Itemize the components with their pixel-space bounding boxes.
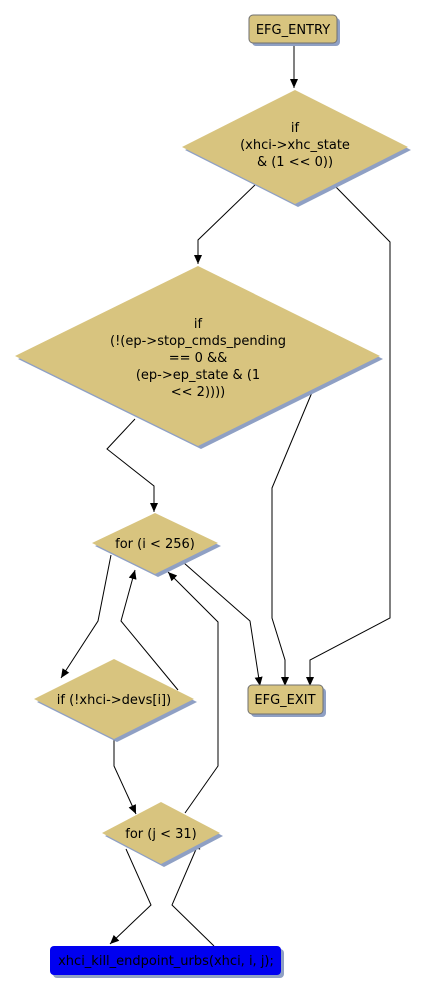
entry-node: EFG_ENTRY [248,14,340,46]
edge-check-dev-to-loop-i [120,569,179,691]
condition-stop-cmds-line-5: << 2)))) [171,385,225,400]
entry-label: EFG_ENTRY [256,23,330,38]
edges [60,45,391,947]
condition-stop-cmds-diamond [15,266,380,446]
check-dev-node: if (!xhci->devs[i]) [34,659,197,742]
condition-stop-cmds-line-1: if [194,317,203,332]
condition-xhc-state-line-2: (xhci->xhc_state [240,138,350,153]
edge-loop-j-to-call [109,848,152,945]
loop-i-node: for (i < 256) [92,513,221,577]
edge-cond1-to-cond2 [194,183,257,264]
loop-j-diamond [102,802,220,864]
condition-xhc-state-node: if (xhci->xhc_state & (1 << 0)) [182,90,411,207]
edge-cond2-to-exit [271,389,314,686]
condition-stop-cmds-line-4: (ep->ep_state & (1 [136,368,260,383]
edge-loop-i-to-exit [183,562,263,687]
loop-i-diamond [92,513,218,574]
kill-endpoint-call-box [50,946,281,975]
loop-i-label: for (i < 256) [115,537,195,552]
exit-node: EFG_EXIT [247,684,326,717]
condition-stop-cmds-node: if (!(ep->stop_cmds_pending == 0 && (ep-… [15,266,383,449]
edge-loop-j-to-loop-i [167,571,219,814]
loop-j-label: for (j < 31) [125,827,196,842]
condition-stop-cmds-line-2: (!(ep->stop_cmds_pending [110,334,286,349]
check-dev-diamond [34,659,194,739]
condition-xhc-state-diamond [182,90,408,204]
condition-xhc-state-line-3: & (1 << 0)) [257,155,333,170]
edge-cond1-to-exit [306,183,391,686]
edge-cond2-to-loop-i [106,418,158,512]
exit-box [247,684,324,715]
check-dev-label: if (!xhci->devs[i]) [57,693,171,708]
nodes: EFG_ENTRY if (xhci->xhc_state & (1 << 0)… [15,14,411,978]
condition-stop-cmds-line-3: == 0 && [169,351,228,366]
edge-call-to-loop-j [171,839,215,947]
condition-xhc-state-line-1: if [291,121,300,136]
kill-endpoint-call-node: xhci_kill_endpoint_urbs(xhci, i, j); [50,946,284,978]
entry-box [248,14,338,44]
exit-label: EFG_EXIT [254,693,315,708]
loop-j-node: for (j < 31) [102,802,223,867]
edge-check-dev-to-loop-j [113,737,137,815]
kill-endpoint-call-label: xhci_kill_endpoint_urbs(xhci, i, j); [58,954,274,969]
edge-loop-i-to-check-dev [60,554,112,679]
